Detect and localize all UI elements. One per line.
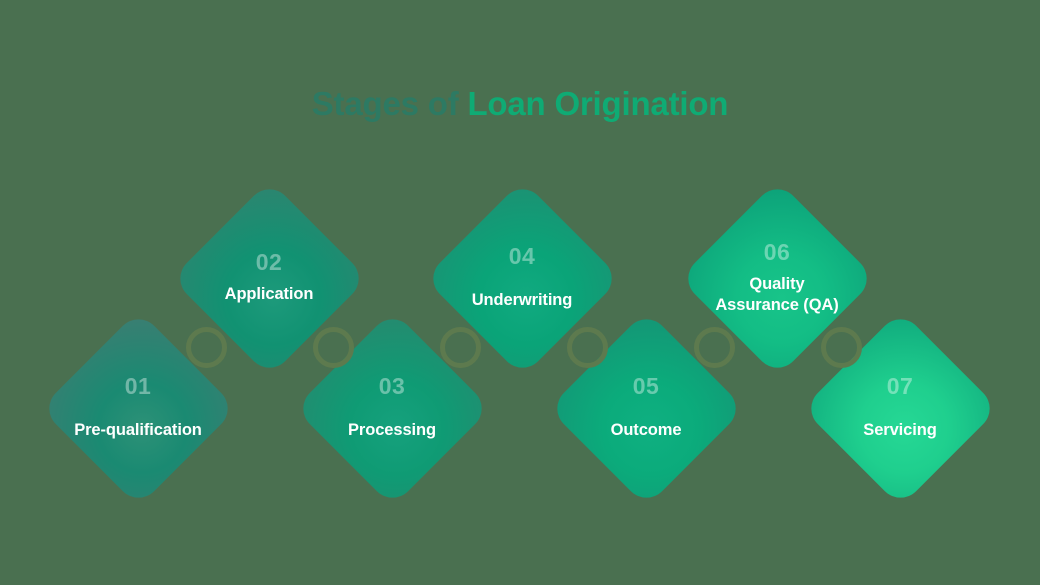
connector-ring-6-7 (821, 327, 862, 368)
connector-ring-5-6 (694, 327, 735, 368)
page-title-highlight: Loan Origination (467, 85, 729, 123)
connector-ring-2-3 (313, 327, 354, 368)
connector-ring-3-4 (440, 327, 481, 368)
page-title: Stages of Loan Origination (0, 84, 1040, 124)
page-title-prefix: Stages of (311, 85, 468, 123)
connector-ring-1-2 (186, 327, 227, 368)
connector-ring-4-5 (567, 327, 608, 368)
